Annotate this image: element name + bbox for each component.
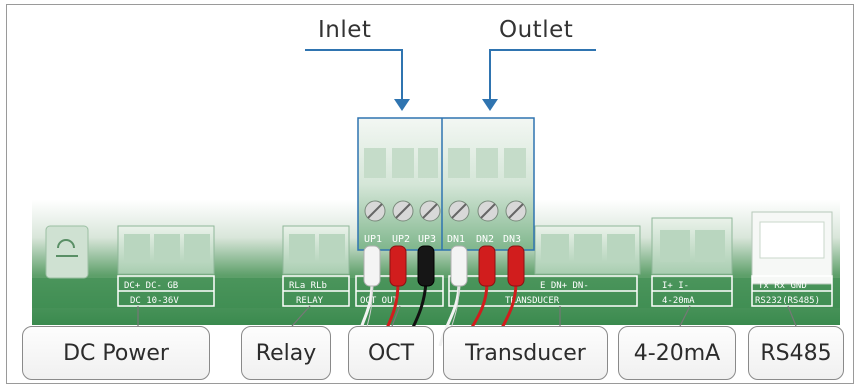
dc-pins-label: DC+ DC- GB xyxy=(124,281,178,291)
transducer-terminal xyxy=(534,225,641,275)
serial-pins-label: Tx Rx GND xyxy=(758,281,807,291)
pin-label: DN1 xyxy=(447,234,465,245)
pin-label: UP2 xyxy=(392,234,410,245)
callout-leaders xyxy=(137,305,797,327)
callout-rs485: RS485 xyxy=(748,326,844,380)
dc-power-terminal xyxy=(117,225,215,275)
terminal-screws xyxy=(364,200,527,222)
pin-label: DN2 xyxy=(476,234,494,245)
main-terminal-block xyxy=(357,117,535,251)
dc-range-label: DC 10-36V xyxy=(130,296,179,306)
callout-dc-power: DC Power xyxy=(22,326,210,380)
pin-label: UP3 xyxy=(418,234,436,245)
inlet-label: Inlet xyxy=(318,17,372,43)
outlet-leader xyxy=(489,49,596,100)
analog-terminal xyxy=(651,217,733,275)
callout-transducer: Transducer xyxy=(443,326,608,380)
analog-label: 4-20mA xyxy=(662,296,695,306)
pin-label: UP1 xyxy=(364,234,382,245)
serial-terminal xyxy=(751,211,833,285)
transducer-pins-label: E DN+ DN- xyxy=(540,281,589,291)
transducer-label: TRANSDUCER xyxy=(505,296,560,306)
oct-label: OCT OUT xyxy=(360,296,399,306)
terminal-pin-labels: UP1 UP2 UP3 DN1 DN2 DN3 xyxy=(364,234,521,245)
callout-relay: Relay xyxy=(241,326,331,380)
relay-terminal xyxy=(282,225,350,275)
pin-label: DN3 xyxy=(503,234,521,245)
relay-pins-label: RLa RLb xyxy=(289,281,327,291)
outlet-label: Outlet xyxy=(499,17,574,43)
inlet-leader xyxy=(305,49,403,100)
pcb-component-mark xyxy=(56,239,78,257)
callout-4-20ma: 4-20mA xyxy=(618,326,736,380)
callout-oct: OCT xyxy=(348,326,434,380)
outlet-arrow-icon xyxy=(482,99,498,111)
analog-pins-label: I+ I- xyxy=(662,281,689,291)
silkscreen-text: DC+ DC- GB DC 10-36V RLa RLb RELAY OCT O… xyxy=(124,281,820,306)
pcb-lower-band xyxy=(32,278,840,308)
pcb-component-left xyxy=(45,225,89,279)
wire-plugs xyxy=(363,245,525,287)
serial-label: RS232(RS485) xyxy=(755,296,820,306)
inlet-arrow-icon xyxy=(394,99,410,111)
relay-label: RELAY xyxy=(296,296,324,306)
